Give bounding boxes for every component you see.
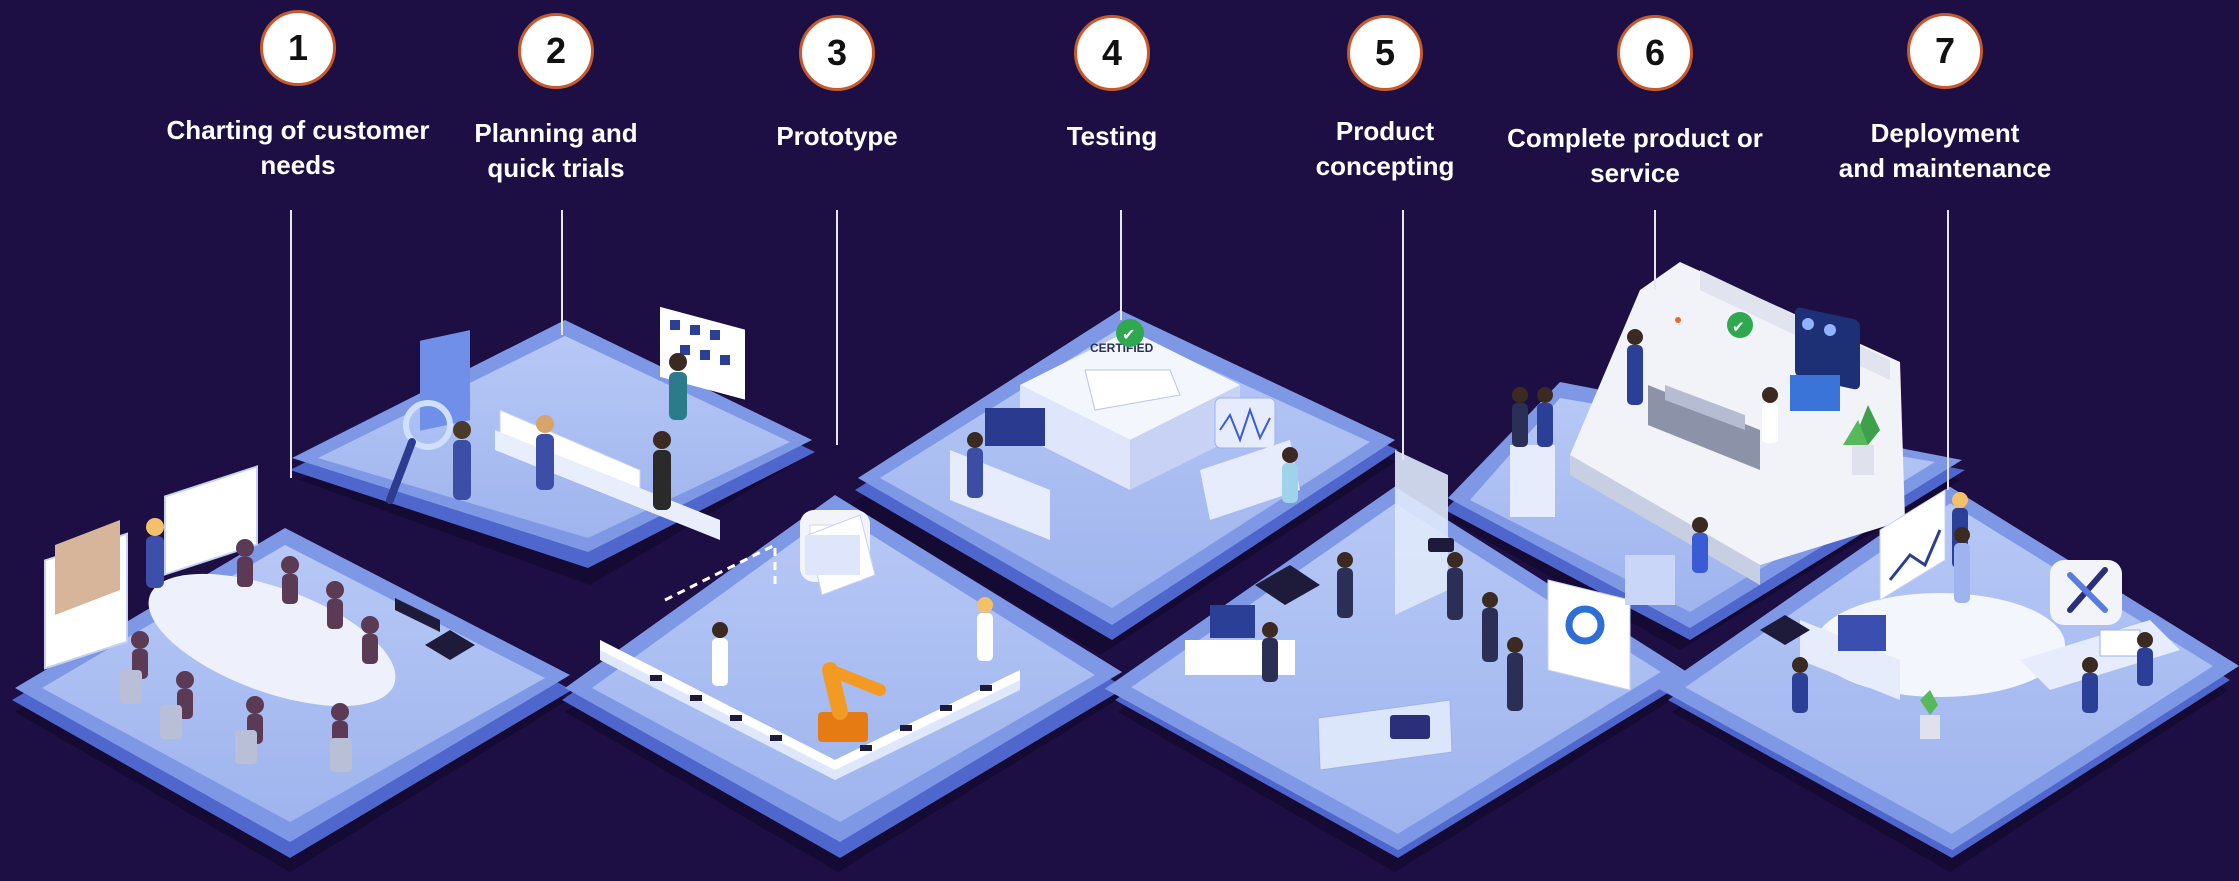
step-label: Charting of customer needs <box>166 115 430 180</box>
svg-text:✔: ✔ <box>1122 325 1135 344</box>
step-connector-line <box>1402 210 1404 460</box>
step-connector-line <box>290 210 292 478</box>
step-number-badge: 2 <box>518 13 594 89</box>
step-connector-line <box>836 210 838 445</box>
step-connector-line <box>561 210 563 335</box>
step-1: 1 Charting of customer needs <box>148 0 448 881</box>
step-5: 5 Product concepting <box>1235 0 1535 881</box>
scene-planning-lab <box>386 306 745 660</box>
robot-arm-icon <box>818 662 886 742</box>
platform-5 <box>1104 486 1688 872</box>
step-6: 6 Complete product or service <box>1505 0 1805 881</box>
planning-people <box>453 353 687 510</box>
step-connector-line <box>1654 210 1656 290</box>
step-number-badge: 4 <box>1074 15 1150 91</box>
step-2: 2 Planning and quick trials <box>406 0 706 881</box>
step-label: Product concepting <box>1315 116 1455 181</box>
scene-support-office <box>1760 489 2180 739</box>
step-7: 7 Deployment and maintenance <box>1795 0 2095 881</box>
scene-meeting-room <box>44 465 440 772</box>
step-number-badge: 7 <box>1907 13 1983 89</box>
step-3: 3 Prototype <box>687 0 987 881</box>
scene-photo-studio-presentation <box>1185 450 1631 771</box>
step-number-badge: 6 <box>1617 15 1693 91</box>
scene-robot-production-line: ✔ ✘ <box>600 510 1020 780</box>
step-number-badge: 1 <box>260 10 336 86</box>
step-connector-line <box>1947 210 1949 490</box>
step-label: Testing <box>1066 121 1158 151</box>
scene-finished-product-showroom: ✔ <box>1510 262 1905 605</box>
step-label: Planning and quick trials <box>474 118 638 183</box>
step-number-badge: 5 <box>1347 15 1423 91</box>
checkmark-icon <box>1116 319 1144 347</box>
step-4: 4 Testing <box>962 0 1262 881</box>
step-number-badge: 3 <box>799 15 875 91</box>
step-label: Prototype <box>776 121 898 151</box>
scene-certification-testing: CERTIFIED ✔ <box>950 319 1300 540</box>
svg-text:✔: ✔ <box>1732 318 1745 336</box>
step-label: Complete product or service <box>1507 123 1763 188</box>
step-label: Deployment and maintenance <box>1838 118 2052 183</box>
presenter <box>146 518 164 588</box>
studio-people <box>1262 552 1523 711</box>
step-connector-line <box>1120 210 1122 320</box>
